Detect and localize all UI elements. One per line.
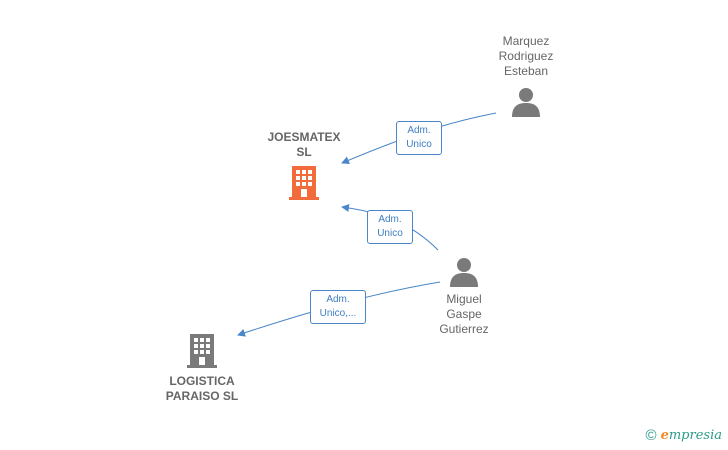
building-icon: [289, 166, 319, 200]
person-icon: [450, 258, 478, 287]
brand-initial: e: [660, 428, 669, 443]
company-node-logistica[interactable]: LOGISTICA PARAISO SL: [152, 332, 252, 404]
person-name-marquez: Marquez Rodriguez Esteban: [498, 34, 554, 78]
person-icon: [512, 88, 540, 117]
brand-rest: mpresia: [668, 428, 722, 443]
copyright-symbol: ©: [645, 427, 657, 444]
empresia-watermark: © empresia: [646, 427, 722, 444]
brand-logo: empresia: [661, 428, 722, 443]
person-name-miguel: Miguel Gaspe Gutierrez: [439, 292, 489, 336]
edge-label-miguel-logistica[interactable]: Adm. Unico,...: [310, 290, 366, 324]
company-node-joesmatex[interactable]: JOESMATEX SL: [254, 130, 354, 202]
building-icon: [187, 334, 217, 368]
company-name-logistica: LOGISTICA PARAISO SL: [165, 374, 239, 403]
company-name-joesmatex: JOESMATEX SL: [267, 130, 341, 159]
edge-label-miguel-joesmatex[interactable]: Adm. Unico: [367, 210, 413, 244]
edge-label-marquez-joesmatex[interactable]: Adm. Unico: [396, 121, 442, 155]
person-node-marquez[interactable]: Marquez Rodriguez Esteban: [476, 34, 576, 118]
person-node-miguel[interactable]: Miguel Gaspe Gutierrez: [414, 256, 514, 337]
